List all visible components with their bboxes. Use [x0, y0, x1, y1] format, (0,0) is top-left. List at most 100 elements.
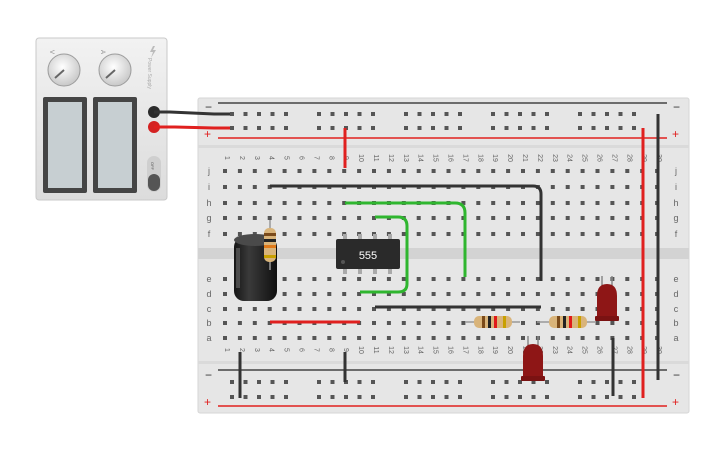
breadboard-hole[interactable]	[431, 321, 436, 325]
rail-hole[interactable]	[344, 395, 348, 399]
breadboard-hole[interactable]	[327, 307, 332, 311]
rail-hole[interactable]	[270, 380, 275, 384]
breadboard-hole[interactable]	[237, 169, 242, 173]
breadboard-hole[interactable]	[312, 216, 317, 220]
breadboard-hole[interactable]	[223, 216, 227, 220]
breadboard-hole[interactable]	[580, 201, 585, 205]
breadboard-hole[interactable]	[565, 292, 570, 296]
rail-hole[interactable]	[431, 380, 435, 384]
rail-hole[interactable]	[518, 126, 522, 130]
rail-hole[interactable]	[243, 126, 248, 130]
rail-hole[interactable]	[458, 395, 462, 399]
rail-hole[interactable]	[357, 380, 362, 384]
breadboard-hole[interactable]	[267, 307, 272, 311]
breadboard-hole[interactable]	[521, 232, 525, 236]
rail-hole[interactable]	[491, 380, 495, 384]
rail-hole[interactable]	[230, 395, 234, 399]
breadboard-hole[interactable]	[223, 169, 227, 173]
breadboard-hole[interactable]	[550, 277, 555, 281]
breadboard-hole[interactable]	[252, 201, 257, 205]
breadboard-hole[interactable]	[282, 277, 287, 281]
breadboard-hole[interactable]	[312, 336, 317, 340]
breadboard-hole[interactable]	[416, 216, 421, 220]
rail-hole[interactable]	[518, 112, 522, 116]
led-2[interactable]	[595, 276, 619, 321]
rail-hole[interactable]	[591, 126, 596, 130]
breadboard-hole[interactable]	[595, 336, 600, 340]
resistor-vertical[interactable]	[264, 220, 276, 270]
breadboard-hole[interactable]	[461, 292, 466, 296]
breadboard-hole[interactable]	[357, 216, 362, 220]
breadboard-hole[interactable]	[446, 232, 451, 236]
breadboard-hole[interactable]	[521, 201, 525, 205]
breadboard-hole[interactable]	[491, 201, 496, 205]
breadboard-hole[interactable]	[461, 307, 466, 311]
rail-hole[interactable]	[243, 395, 248, 399]
breadboard-hole[interactable]	[342, 336, 347, 340]
rail-hole[interactable]	[632, 380, 636, 384]
breadboard-hole[interactable]	[282, 216, 287, 220]
rail-hole[interactable]	[417, 112, 422, 116]
breadboard-hole[interactable]	[282, 201, 287, 205]
breadboard-hole[interactable]	[550, 169, 555, 173]
rail-hole[interactable]	[605, 395, 609, 399]
rail-hole[interactable]	[504, 380, 509, 384]
rail-hole[interactable]	[404, 126, 408, 130]
breadboard-hole[interactable]	[401, 232, 406, 236]
breadboard-hole[interactable]	[357, 169, 362, 173]
breadboard-hole[interactable]	[580, 292, 585, 296]
breadboard-hole[interactable]	[535, 292, 540, 296]
rail-hole[interactable]	[257, 395, 261, 399]
breadboard-hole[interactable]	[610, 185, 615, 189]
rail-hole[interactable]	[317, 126, 321, 130]
breadboard-hole[interactable]	[267, 185, 272, 189]
breadboard-hole[interactable]	[267, 201, 272, 205]
rail-hole[interactable]	[357, 395, 362, 399]
breadboard-hole[interactable]	[565, 232, 570, 236]
breadboard-hole[interactable]	[565, 169, 570, 173]
breadboard-hole[interactable]	[506, 336, 511, 340]
rail-hole[interactable]	[531, 380, 536, 384]
rail-hole[interactable]	[491, 112, 495, 116]
breadboard-hole[interactable]	[476, 277, 481, 281]
breadboard-hole[interactable]	[535, 277, 540, 281]
breadboard-hole[interactable]	[595, 321, 600, 325]
breadboard-hole[interactable]	[625, 307, 630, 311]
rail-hole[interactable]	[357, 126, 362, 130]
breadboard-hole[interactable]	[386, 277, 391, 281]
rail-hole[interactable]	[257, 112, 261, 116]
breadboard-hole[interactable]	[327, 201, 332, 205]
breadboard-hole[interactable]	[550, 292, 555, 296]
breadboard-hole[interactable]	[521, 277, 525, 281]
breadboard-hole[interactable]	[506, 307, 511, 311]
breadboard-hole[interactable]	[297, 277, 302, 281]
breadboard-hole[interactable]	[476, 292, 481, 296]
rail-hole[interactable]	[284, 395, 288, 399]
breadboard-hole[interactable]	[461, 201, 466, 205]
breadboard-hole[interactable]	[267, 321, 272, 325]
breadboard-hole[interactable]	[565, 336, 570, 340]
rail-hole[interactable]	[357, 112, 362, 116]
rail-hole[interactable]	[605, 126, 609, 130]
rail-hole[interactable]	[431, 395, 435, 399]
breadboard-hole[interactable]	[446, 336, 451, 340]
breadboard-hole[interactable]	[565, 201, 570, 205]
rail-hole[interactable]	[243, 112, 248, 116]
rail-hole[interactable]	[605, 380, 609, 384]
rail-hole[interactable]	[270, 112, 275, 116]
breadboard-hole[interactable]	[565, 307, 570, 311]
rail-hole[interactable]	[578, 380, 582, 384]
breadboard-hole[interactable]	[521, 169, 525, 173]
rail-hole[interactable]	[444, 395, 449, 399]
rail-hole[interactable]	[284, 126, 288, 130]
breadboard-hole[interactable]	[297, 307, 302, 311]
breadboard-hole[interactable]	[297, 292, 302, 296]
breadboard-hole[interactable]	[461, 321, 466, 325]
breadboard-hole[interactable]	[282, 169, 287, 173]
breadboard-hole[interactable]	[610, 321, 615, 325]
rail-hole[interactable]	[371, 380, 375, 384]
rail-hole[interactable]	[531, 126, 536, 130]
rail-hole[interactable]	[371, 395, 375, 399]
breadboard-hole[interactable]	[223, 307, 227, 311]
rail-hole[interactable]	[618, 380, 623, 384]
